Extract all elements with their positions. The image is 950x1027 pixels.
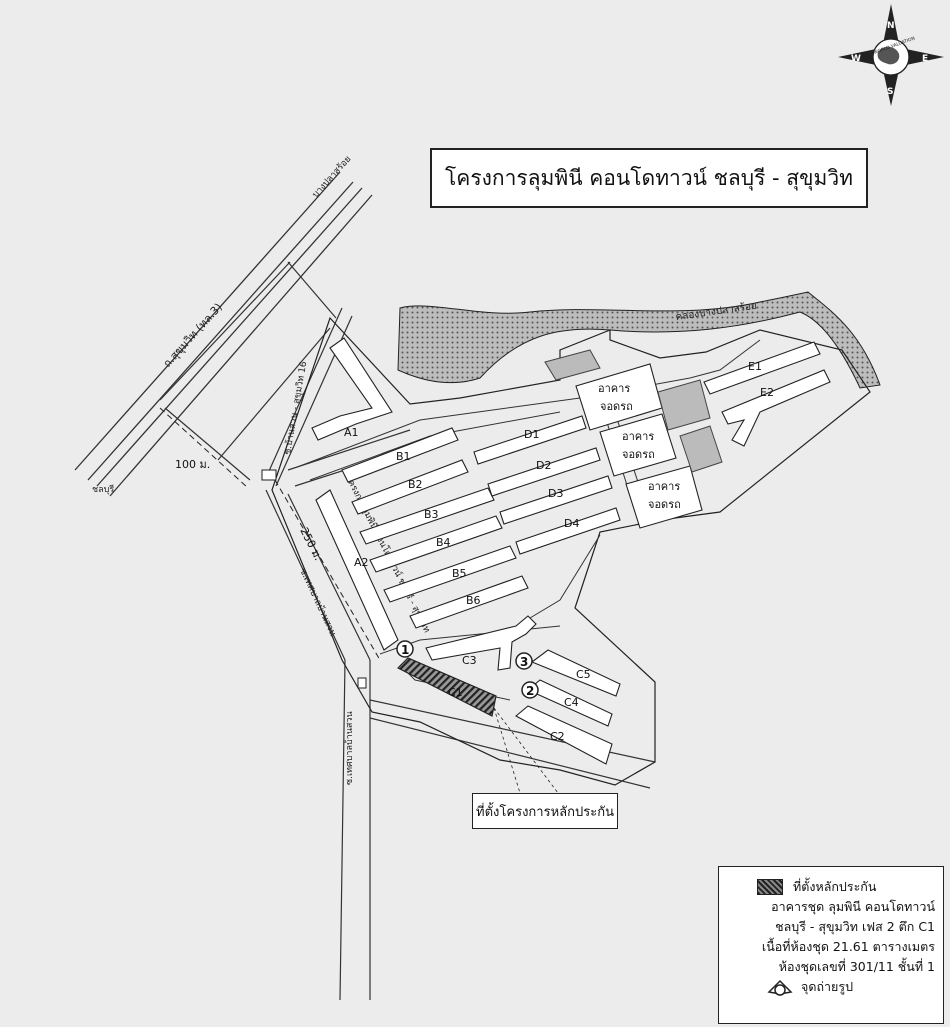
photo-point-2: 2 xyxy=(521,681,539,699)
label-B4: B4 xyxy=(436,536,451,549)
legend-collateral-row: ที่ตั้งหลักประกัน xyxy=(727,877,935,897)
building-C5 xyxy=(530,649,621,697)
legend-line3: เนื้อที่ห้องชุด 21.61 ตารางเมตร xyxy=(761,939,935,954)
sukhumvit-road xyxy=(74,171,373,497)
compass-e: E xyxy=(922,54,928,64)
label-C1: C1 xyxy=(448,686,463,699)
callout-pointer xyxy=(493,707,559,794)
to-other-label: บางปลาสร้อย xyxy=(310,154,353,200)
label-B6: B6 xyxy=(466,594,481,607)
parking-2 xyxy=(599,413,677,477)
building-B4 xyxy=(369,515,503,573)
buildings-B xyxy=(341,427,529,629)
collateral-callout: ที่ตั้งโครงการหลักประกัน xyxy=(472,793,618,829)
label-C4: C4 xyxy=(564,696,579,709)
garden-1-icon xyxy=(544,349,601,381)
label-B2: B2 xyxy=(408,478,423,491)
compass-north-arrow xyxy=(883,4,899,44)
garden-2-icon xyxy=(657,379,711,431)
building-A2 xyxy=(315,489,399,651)
label-C3: C3 xyxy=(462,654,477,667)
photo-point-3: 3 xyxy=(515,652,533,670)
legend-line4: ห้องชุดเลขที่ 301/11 ชั้นที่ 1 xyxy=(778,959,935,974)
building-C4 xyxy=(526,679,613,727)
parking-1-l1: อาคาร xyxy=(598,382,630,395)
label-A1: A1 xyxy=(344,426,359,439)
legend-collateral-label: ที่ตั้งหลักประกัน xyxy=(793,879,877,894)
parking-2-l1: อาคาร xyxy=(622,430,654,443)
label-D4: D4 xyxy=(564,517,579,530)
label-B1: B1 xyxy=(396,450,411,463)
building-B5 xyxy=(383,545,517,603)
label-E2: E2 xyxy=(760,386,774,399)
building-D3 xyxy=(499,475,613,525)
canal xyxy=(397,291,881,389)
photo-point-1: 1 xyxy=(396,640,414,658)
label-D2: D2 xyxy=(536,459,551,472)
soi-lower2-label: ซ.เทศบาลบ้านสวน xyxy=(344,711,355,785)
label-E1: E1 xyxy=(748,360,762,373)
legend-box: ที่ตั้งหลักประกัน อาคารชุด ลุมพินี คอนโด… xyxy=(718,866,944,1024)
hatch-swatch-icon xyxy=(757,879,783,895)
photo-point-2-label: 2 xyxy=(526,684,534,698)
building-B6 xyxy=(409,575,529,629)
parking-3-l2: จอดรถ xyxy=(648,498,681,511)
label-A2: A2 xyxy=(354,556,369,569)
buildings-D xyxy=(473,415,621,555)
marker-box-1 xyxy=(357,677,367,689)
parking-2-l2: จอดรถ xyxy=(622,448,655,461)
parking-3-l1: อาคาร xyxy=(648,480,680,493)
map-title: โครงการลุมพินี คอนโดทาวน์ ชลบุรี - สุขุม… xyxy=(430,148,868,208)
photo-point-3-label: 3 xyxy=(520,655,528,669)
compass-rose: N S W E WORLD VALUATION xyxy=(838,4,944,106)
parking-1-l2: จอดรถ xyxy=(600,400,633,413)
compass-s: S xyxy=(887,87,893,97)
to-chonburi-label: ชลบุรี xyxy=(92,484,114,495)
marker-box-2 xyxy=(261,469,277,481)
compass-south-arrow xyxy=(883,70,899,106)
building-E2 xyxy=(721,369,831,447)
building-B3 xyxy=(359,487,495,545)
building-B2 xyxy=(351,459,469,515)
building-D1 xyxy=(473,415,587,465)
distance-100-line xyxy=(159,407,249,489)
project-boundary xyxy=(271,316,871,786)
label-C5: C5 xyxy=(576,668,591,681)
compass-east-arrow xyxy=(906,49,944,65)
compass-west-arrow xyxy=(838,49,876,65)
legend-line1: อาคารชุด ลุมพินี คอนโดทาวน์ xyxy=(771,899,935,914)
building-C1 xyxy=(396,657,497,717)
distance-250-line xyxy=(274,479,381,661)
parking-buildings xyxy=(575,363,703,529)
legend-photo-row: จุดถ่ายรูป xyxy=(727,977,935,997)
building-C2 xyxy=(515,705,613,765)
garden-icons xyxy=(544,349,723,473)
distance-100-label: 100 ม. xyxy=(175,458,210,471)
parking-3 xyxy=(625,465,703,529)
distance-250-label: 250 ม. xyxy=(297,525,325,562)
building-B1 xyxy=(341,427,459,483)
photo-point-icon xyxy=(767,979,793,996)
label-C2: C2 xyxy=(550,730,565,743)
label-B3: B3 xyxy=(424,508,439,521)
label-D1: D1 xyxy=(524,428,539,441)
label-B5: B5 xyxy=(452,567,467,580)
legend-photo-label: จุดถ่ายรูป xyxy=(801,979,854,994)
building-D2 xyxy=(487,447,601,497)
building-D4 xyxy=(515,507,621,555)
label-D3: D3 xyxy=(548,487,563,500)
compass-w: W xyxy=(851,54,861,64)
soi-roads xyxy=(159,261,656,1001)
compass-n: N xyxy=(887,21,895,31)
building-E1 xyxy=(703,341,821,395)
building-C3 xyxy=(425,615,537,671)
buildings-E xyxy=(703,341,831,447)
sukhumvit-label: ถ.สุขุมวิท (ทล.3) xyxy=(161,301,225,370)
legend-line2: ชลบุรี - สุขุมวิท เฟส 2 ตึก C1 xyxy=(775,919,935,934)
photo-point-1-label: 1 xyxy=(401,643,409,657)
building-A1 xyxy=(311,337,393,441)
garden-3-icon xyxy=(679,425,723,473)
